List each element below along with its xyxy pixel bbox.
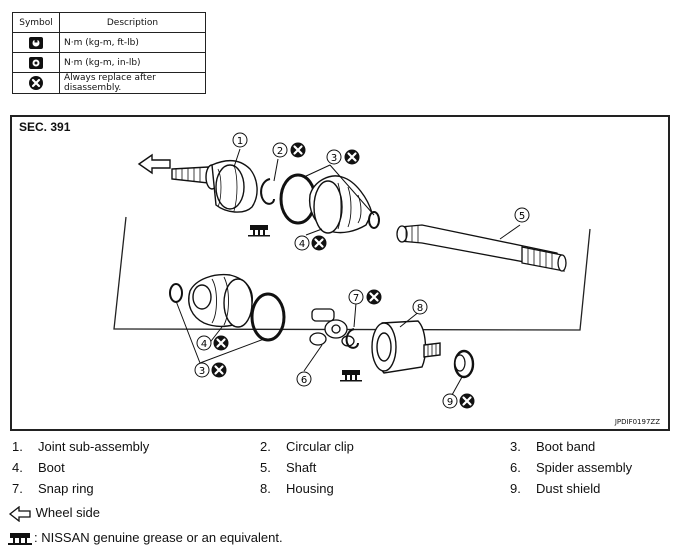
legend-row: 7.Snap ring 8.Housing 9.Dust shield (12, 481, 601, 496)
svg-text:3: 3 (199, 366, 205, 377)
svg-text:1: 1 (237, 136, 243, 147)
callout-2: 2 (272, 142, 288, 158)
replace-x-icon (289, 141, 307, 159)
callout-6: 6 (296, 371, 312, 387)
boot-upper (308, 175, 373, 234)
callout-8: 8 (412, 299, 428, 315)
svg-text:5: 5 (519, 211, 525, 222)
torque-description-2: N·m (kg-m, in-lb) (59, 52, 206, 73)
shaft (396, 224, 567, 272)
replace-x-icon (343, 148, 361, 166)
svg-text:6: 6 (301, 375, 307, 386)
wheel-side-note: Wheel side (8, 505, 100, 522)
circular-clip (260, 178, 275, 205)
callout-9: 9 (442, 393, 458, 409)
always-replace-icon (12, 72, 60, 94)
boot-band-small-upper (368, 211, 380, 229)
callout-5: 5 (514, 207, 530, 223)
svg-text:2: 2 (277, 146, 283, 157)
boot-lower (188, 273, 253, 328)
wheel-side-arrow-icon (137, 153, 171, 175)
callout-4-bottom: 4 (196, 335, 212, 351)
joint-sub-assembly (171, 159, 258, 213)
diagram-frame: SEC. 391 (10, 115, 670, 431)
replace-x-icon (310, 234, 328, 252)
section-label: SEC. 391 (19, 120, 71, 134)
boot-band-lower (250, 292, 286, 342)
replace-x-icon (458, 392, 476, 410)
replace-x-icon (212, 334, 230, 352)
callout-7: 7 (348, 289, 364, 305)
figure-code: JPDIF0197ZZ (614, 418, 660, 426)
replace-description: Always replace after disassembly. (59, 72, 206, 94)
svg-text:7: 7 (353, 293, 359, 304)
grease-icon (340, 370, 362, 382)
callout-4-top: 4 (294, 235, 310, 251)
grease-icon (248, 225, 270, 237)
boot-band-small-lower (169, 283, 183, 303)
snap-ring (345, 328, 359, 349)
replace-x-icon (210, 361, 228, 379)
callout-1: 1 (232, 132, 248, 148)
grease-icon (8, 532, 32, 545)
replace-x-icon (365, 288, 383, 306)
svg-text:4: 4 (201, 339, 207, 350)
grease-note: : NISSAN genuine grease or an equivalent… (8, 530, 283, 546)
spider-assembly (309, 308, 355, 347)
legend-row: 4.Boot 5.Shaft 6.Spider assembly (12, 460, 633, 475)
svg-text:8: 8 (417, 303, 423, 314)
torque-wrench-icon (12, 32, 60, 53)
torque-wrench-small-icon (12, 52, 60, 73)
wheel-side-arrow-icon (8, 505, 31, 522)
legend-row: 1.Joint sub-assembly 2.Circular clip 3.B… (12, 439, 596, 454)
svg-text:9: 9 (447, 397, 453, 408)
callout-3-bottom: 3 (194, 362, 210, 378)
symbol-header: Symbol (12, 12, 60, 33)
description-header: Description (59, 12, 206, 33)
drive-shaft-exploded-diagram: 1 2 3 4 5 4 3 6 7 8 9 (113, 132, 591, 410)
svg-text:3: 3 (331, 153, 337, 164)
torque-description-1: N·m (kg-m, ft-lb) (59, 32, 206, 53)
svg-text:4: 4 (299, 239, 305, 250)
housing (371, 320, 441, 374)
callout-3-top: 3 (326, 149, 342, 165)
symbol-table: Symbol Description N·m (kg-m, ft-lb) N·m… (12, 12, 206, 94)
